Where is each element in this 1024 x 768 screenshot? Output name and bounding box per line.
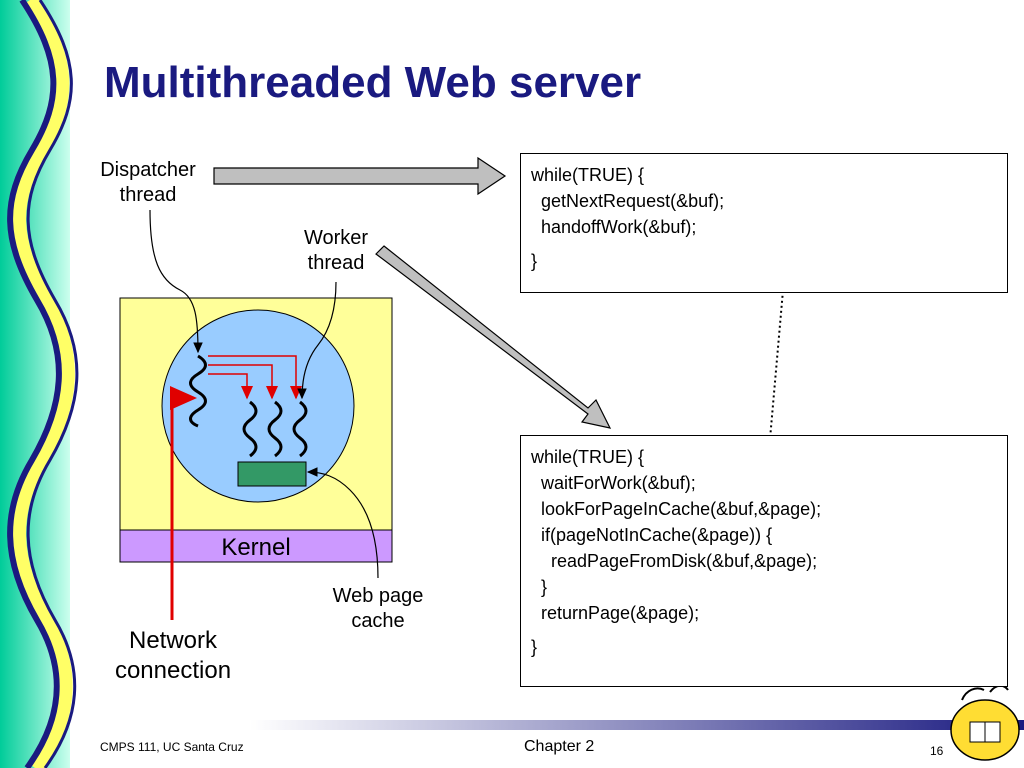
worker-leader <box>297 281 337 400</box>
code-line: } <box>531 577 548 597</box>
footer-course: CMPS 111, UC Santa Cruz <box>100 740 244 754</box>
kernel-bar <box>119 529 393 563</box>
network-connection-line <box>170 386 197 620</box>
dispatcher-to-code-arrow <box>213 156 507 196</box>
worker-to-code-arrow <box>375 245 612 429</box>
page-number: 16 <box>930 744 944 758</box>
code-line: if(pageNotInCache(&page)) { <box>531 525 773 545</box>
dispatcher-leader <box>149 209 203 354</box>
left-border-decoration <box>0 0 79 768</box>
footer-chapter: Chapter 2 <box>524 738 595 755</box>
slug-mascot-icon <box>950 684 1020 761</box>
worker-thread-squiggle-2 <box>267 400 283 458</box>
code-line: returnPage(&page); <box>531 603 700 623</box>
code-line: } <box>531 637 538 657</box>
kernel-label: Kernel <box>221 534 291 561</box>
worker-thread-squiggle-3 <box>292 400 308 458</box>
code-line: while(TRUE) { <box>531 447 645 467</box>
code-line: lookForPageInCache(&buf,&page); <box>531 499 822 519</box>
footer-bar <box>250 720 1024 730</box>
dispatcher-thread-squiggle <box>189 354 207 428</box>
worker-thread-squiggle-1 <box>242 400 258 458</box>
web-cache-box <box>237 461 307 487</box>
code-line: waitForWork(&buf); <box>531 473 696 493</box>
code-line: getNextRequest(&buf); <box>531 191 725 211</box>
code-line: } <box>531 251 538 271</box>
handoff-lines <box>208 355 302 400</box>
slide-title: Multithreaded Web server <box>104 58 642 107</box>
dispatcher-code-box: while(TRUE) { getNextRequest(&buf); hand… <box>520 153 1008 293</box>
process-circle <box>161 309 355 503</box>
network-connection-label: Network connection <box>114 627 232 684</box>
cache-leader <box>306 467 379 579</box>
worker-thread-label: Worker thread <box>303 227 369 274</box>
code-line: readPageFromDisk(&buf,&page); <box>531 551 818 571</box>
web-cache-label: Web page cache <box>332 585 424 632</box>
code-line: while(TRUE) { <box>531 165 645 185</box>
code-line: handoffWork(&buf); <box>531 217 697 237</box>
worker-code-box: while(TRUE) { waitForWork(&buf); lookFor… <box>520 435 1008 687</box>
dispatcher-thread-label: Dispatcher thread <box>100 159 196 206</box>
